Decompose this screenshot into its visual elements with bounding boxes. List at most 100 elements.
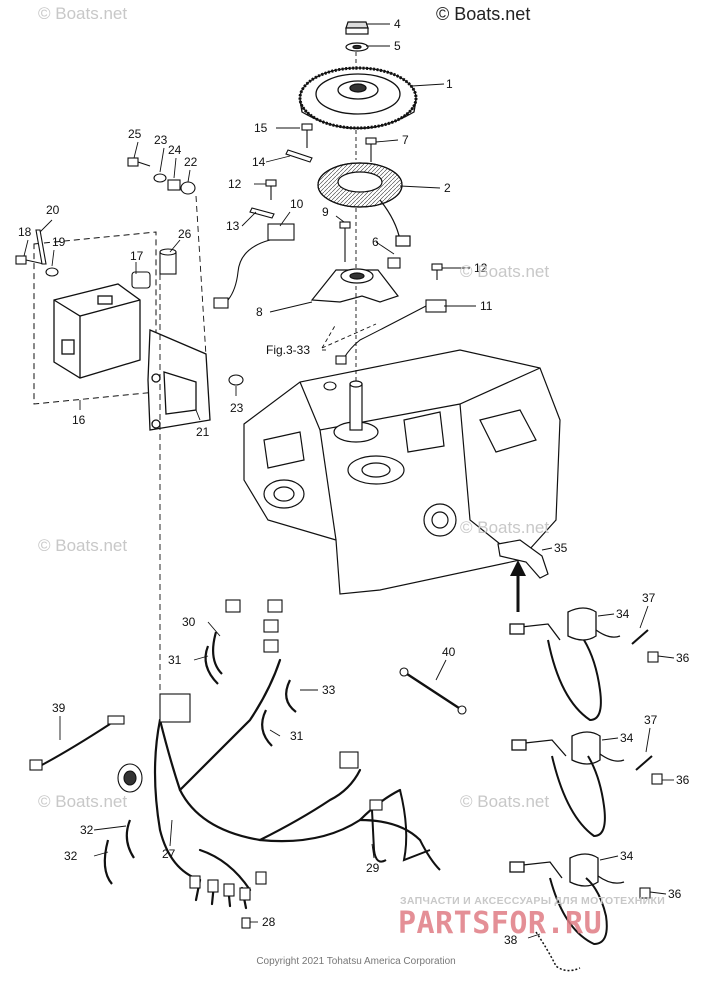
callout-27: 27 bbox=[162, 847, 176, 861]
callout-35: 35 bbox=[554, 541, 568, 555]
arrow-up bbox=[510, 560, 526, 612]
bolt-7 bbox=[365, 137, 377, 162]
wire-harness bbox=[153, 658, 422, 910]
callout-30: 30 bbox=[182, 615, 196, 629]
stator-coil bbox=[317, 162, 411, 247]
callout-12-upper: 12 bbox=[228, 177, 242, 191]
callout-37-second: 37 bbox=[644, 713, 658, 727]
flywheel bbox=[298, 66, 418, 130]
callout-4: 4 bbox=[394, 17, 401, 31]
engine-block bbox=[243, 349, 561, 595]
rubber-17 bbox=[131, 271, 151, 289]
callout-14: 14 bbox=[252, 155, 266, 169]
callout-13: 13 bbox=[226, 219, 240, 233]
watermark-faint-3: © Boats.net bbox=[38, 536, 128, 555]
bolt-15 bbox=[301, 123, 313, 148]
callout-12-right: 12 bbox=[474, 261, 488, 275]
bolt-9 bbox=[339, 221, 351, 262]
figure-reference: Fig.3-33 bbox=[266, 343, 310, 357]
washer-19 bbox=[45, 267, 59, 277]
watermark-faint-2: © Boats.net bbox=[460, 262, 550, 281]
lead-39 bbox=[29, 715, 125, 771]
callout-11: 11 bbox=[480, 299, 493, 313]
watermark-faint-1: © Boats.net bbox=[38, 4, 128, 23]
washer-23-upper bbox=[153, 173, 167, 183]
callout-36-third: 36 bbox=[668, 887, 682, 901]
callout-32-upper: 32 bbox=[80, 823, 94, 837]
bolt-25 bbox=[127, 157, 151, 167]
collar-24 bbox=[167, 179, 181, 191]
callout-6: 6 bbox=[372, 235, 379, 249]
callout-36-first: 36 bbox=[676, 651, 690, 665]
watermark-faint-6: © Boats.net bbox=[460, 792, 550, 811]
watermark-main: © Boats.net bbox=[436, 4, 531, 24]
watermark-faint-5: © Boats.net bbox=[38, 792, 128, 811]
ground-20 bbox=[35, 229, 47, 265]
ignition-coil-1 bbox=[509, 607, 621, 722]
sensor-11 bbox=[335, 299, 447, 365]
bolt-18 bbox=[15, 255, 45, 265]
callout-38: 38 bbox=[504, 933, 518, 947]
harness-connectors bbox=[117, 599, 383, 901]
cdi-bracket bbox=[147, 329, 211, 431]
ignition-coil-3 bbox=[509, 853, 625, 946]
connector-6 bbox=[387, 257, 401, 269]
callout-19: 19 bbox=[52, 235, 66, 249]
callout-8: 8 bbox=[256, 305, 263, 319]
clip-14 bbox=[285, 149, 313, 163]
washer-23-lower bbox=[228, 374, 244, 386]
callout-2: 2 bbox=[444, 181, 451, 195]
callout-34-first: 34 bbox=[616, 607, 630, 621]
callout-26: 26 bbox=[178, 227, 192, 241]
callout-5: 5 bbox=[394, 39, 401, 53]
key-3 bbox=[323, 381, 337, 391]
callout-7: 7 bbox=[402, 133, 409, 147]
callout-10: 10 bbox=[290, 197, 304, 211]
callout-22: 22 bbox=[184, 155, 198, 169]
callout-21: 21 bbox=[196, 425, 210, 439]
callout-40: 40 bbox=[442, 645, 456, 659]
clip-13 bbox=[249, 207, 275, 219]
cdi-unit bbox=[53, 283, 141, 379]
pulser-coil bbox=[213, 223, 295, 309]
callout-32-lower: 32 bbox=[64, 849, 78, 863]
screw-28 bbox=[241, 917, 251, 929]
bolts-36 bbox=[639, 651, 663, 899]
callout-29: 29 bbox=[366, 861, 380, 875]
callout-15: 15 bbox=[254, 121, 268, 135]
callout-leaders bbox=[23, 23, 675, 939]
callout-31-lower: 31 bbox=[290, 729, 304, 743]
callout-1: 1 bbox=[446, 77, 453, 91]
pins-37 bbox=[631, 629, 653, 771]
copyright-notice: Copyright 2021 Tohatsu America Corporati… bbox=[256, 956, 456, 967]
callout-36-second: 36 bbox=[676, 773, 690, 787]
pulser-base bbox=[310, 268, 399, 303]
callout-17: 17 bbox=[130, 249, 144, 263]
callout-9: 9 bbox=[322, 205, 329, 219]
cdi-leaders bbox=[159, 195, 207, 700]
callout-16: 16 bbox=[72, 413, 86, 427]
callout-31-upper: 31 bbox=[168, 653, 182, 667]
clamps bbox=[103, 631, 297, 885]
callout-25: 25 bbox=[128, 127, 142, 141]
promo-tagline: ЗАПЧАСТИ И АКСЕССУАРЫ ДЛЯ МОТОТЕХНИКИ bbox=[400, 895, 666, 907]
callout-23-lower: 23 bbox=[230, 401, 244, 415]
callout-39: 39 bbox=[52, 701, 66, 715]
ground-lead-40 bbox=[399, 667, 467, 715]
callout-34-second: 34 bbox=[620, 731, 634, 745]
lead-29 bbox=[371, 789, 441, 871]
fig-reference-leaders bbox=[321, 323, 377, 349]
plug-cap-35 bbox=[497, 539, 549, 579]
callout-37-first: 37 bbox=[642, 591, 656, 605]
callout-24: 24 bbox=[168, 143, 182, 157]
flywheel-nut bbox=[345, 21, 369, 52]
callout-34-third: 34 bbox=[620, 849, 634, 863]
watermark-faint-4: © Boats.net bbox=[460, 518, 550, 537]
chain-38 bbox=[535, 931, 581, 972]
callout-28: 28 bbox=[262, 915, 276, 929]
collar-26 bbox=[159, 248, 177, 275]
grommet-22 bbox=[180, 181, 196, 195]
callout-18: 18 bbox=[18, 225, 32, 239]
bolt-12-upper bbox=[265, 179, 277, 200]
